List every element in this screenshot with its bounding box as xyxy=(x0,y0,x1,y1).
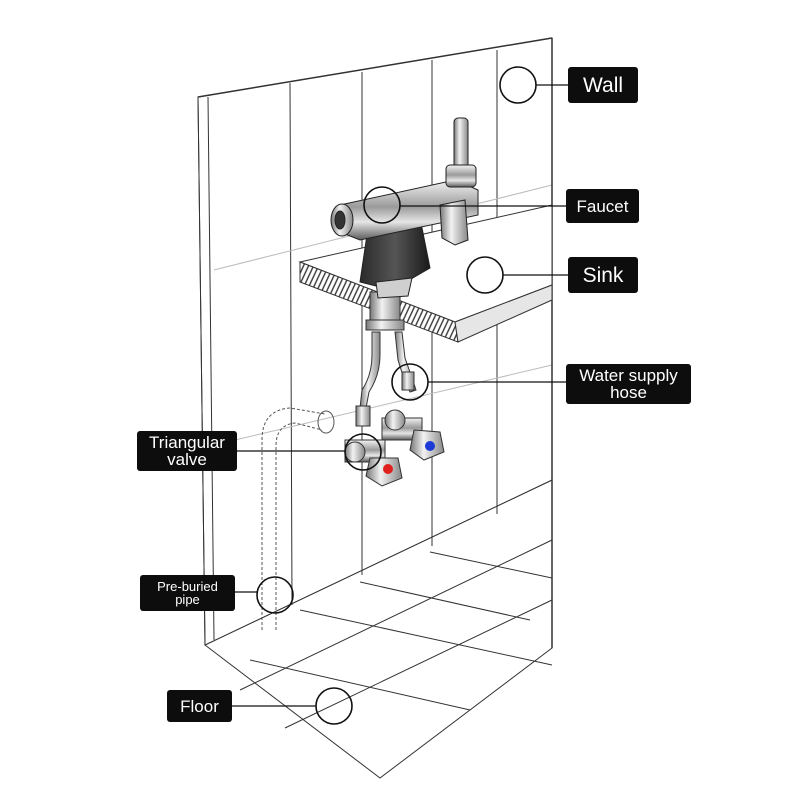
cold-marker xyxy=(425,441,435,451)
floor xyxy=(204,479,553,779)
leader-lines xyxy=(232,84,568,707)
pre-buried-pipe xyxy=(261,407,335,630)
water-supply-hose-label-line2: hose xyxy=(610,383,647,402)
sink-label-text: Sink xyxy=(582,263,624,287)
water-supply-hose-label: Water supply hose xyxy=(566,364,691,404)
water-supply-hose-label-line1: Water supply xyxy=(579,366,678,385)
triangular-valve-label-line2: valve xyxy=(167,450,207,469)
faucet-callout-circle xyxy=(363,186,401,224)
pre-buried-pipe-label-line2: pipe xyxy=(175,592,200,607)
faucet-label: Faucet xyxy=(566,189,639,223)
faucet-label-text: Faucet xyxy=(576,196,629,216)
triangular-valves xyxy=(344,409,445,487)
water-supply-hose xyxy=(355,291,417,427)
valve-callout-circle xyxy=(344,433,382,471)
sink-label: Sink xyxy=(568,257,638,293)
triangular-valve-label-line1: Triangular xyxy=(149,433,225,452)
floor-label-text: Floor xyxy=(180,696,219,716)
faucet xyxy=(330,117,479,299)
floor-label: Floor xyxy=(167,690,232,722)
pre-buried-pipe-label-line1: Pre-buried xyxy=(157,579,218,594)
triangular-valve-label: Triangular valve xyxy=(137,431,237,471)
wall-label-text: Wall xyxy=(582,73,624,97)
hot-marker xyxy=(383,464,393,474)
wall-label: Wall xyxy=(568,67,638,103)
pre-buried-pipe-label: Pre-buried pipe xyxy=(140,575,235,611)
pipe-callout-circle xyxy=(256,576,294,614)
